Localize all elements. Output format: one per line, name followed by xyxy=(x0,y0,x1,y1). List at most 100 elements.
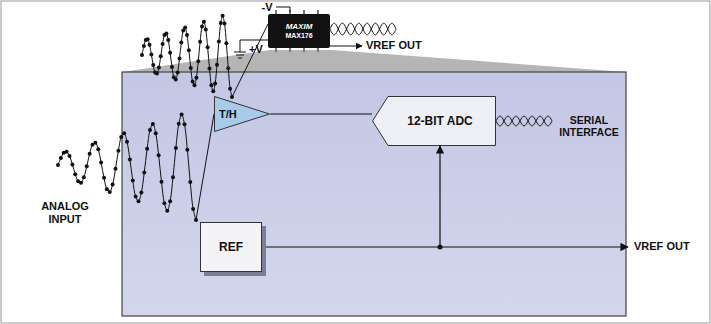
supply-label: -V xyxy=(258,1,276,14)
sample-dot xyxy=(224,41,228,45)
sample-dot xyxy=(164,31,168,35)
sample-dot xyxy=(189,66,193,70)
sample-dot xyxy=(140,53,144,57)
sample-dot xyxy=(183,26,187,30)
sample-dot xyxy=(213,82,217,86)
sample-dot xyxy=(168,199,172,203)
vref-arrow xyxy=(330,46,362,47)
sample-dot xyxy=(82,175,86,179)
twisted-wire xyxy=(496,116,552,126)
waveform xyxy=(142,16,232,97)
sample-dot xyxy=(111,182,115,186)
block-label: 12-BIT ADC xyxy=(407,114,473,128)
signal-wire xyxy=(196,114,214,220)
sample-dot xyxy=(177,122,181,126)
sample-dot xyxy=(148,128,152,132)
connector xyxy=(270,113,372,114)
sample-dot xyxy=(131,178,135,182)
block-label: REF xyxy=(219,240,243,254)
sample-dot xyxy=(79,181,83,185)
adc-block: 12-BIT ADC xyxy=(372,96,496,146)
twisted-wire xyxy=(330,23,396,35)
sample-dot xyxy=(209,83,213,87)
ic-package: MAXIMMAX176 xyxy=(268,14,330,48)
sample-dot xyxy=(108,190,112,194)
sample-dot xyxy=(160,180,164,184)
sample-dot xyxy=(96,147,100,151)
sample-dot xyxy=(146,37,150,41)
sample-dot xyxy=(122,131,126,135)
sample-dot xyxy=(149,52,153,56)
sample-dot xyxy=(202,20,206,24)
sample-dot xyxy=(223,21,227,25)
sample-dot xyxy=(68,154,72,158)
sample-dot xyxy=(198,40,202,44)
sample-dot xyxy=(193,83,197,87)
sample-dot xyxy=(145,147,149,151)
sample-dot xyxy=(226,66,230,70)
amplifier-triangle xyxy=(215,97,270,132)
sample-dot xyxy=(155,72,159,76)
sample-dot xyxy=(105,187,109,191)
sample-dot xyxy=(102,176,106,180)
sample-dot xyxy=(174,77,178,81)
sample-dot xyxy=(174,146,178,150)
sample-dot xyxy=(191,80,195,84)
sample-dot xyxy=(171,175,175,179)
adc-outline xyxy=(373,97,496,146)
sample-dot xyxy=(56,163,60,167)
sample-dot xyxy=(114,167,118,171)
chip-marking: MAXIM xyxy=(286,23,313,31)
sample-dot xyxy=(70,162,74,166)
signal-name: ANALOG INPUT xyxy=(30,200,100,225)
connector xyxy=(262,146,440,247)
sample-dot xyxy=(119,135,123,139)
twisted-wire xyxy=(496,116,552,126)
sample-dot xyxy=(188,180,192,184)
sample-dot xyxy=(228,87,232,91)
sample-dot xyxy=(139,190,143,194)
ground-symbol xyxy=(234,52,246,58)
waveforms xyxy=(56,14,268,222)
sample-dot xyxy=(183,122,187,126)
signal-wire xyxy=(232,24,268,97)
sample-dot xyxy=(185,148,189,152)
supply-wire xyxy=(276,7,290,12)
sample-dot xyxy=(73,172,77,176)
sample-dot xyxy=(185,33,189,37)
sample-dot xyxy=(204,27,208,31)
sample-dot xyxy=(162,201,166,205)
sample-dot xyxy=(211,89,215,93)
sample-dot xyxy=(200,25,204,29)
sample-dot xyxy=(125,140,129,144)
signal-name: VREF OUT xyxy=(366,39,436,52)
sample-dot xyxy=(168,51,172,55)
reference-box: REF xyxy=(200,222,262,272)
junction-dot xyxy=(438,245,443,250)
sample-dot xyxy=(221,14,225,18)
sample-dot xyxy=(116,149,120,153)
sample-dot xyxy=(85,164,89,168)
sample-dot xyxy=(151,122,155,126)
sample-dot xyxy=(217,40,221,44)
sample-dot xyxy=(179,40,183,44)
sample-dot xyxy=(180,113,184,117)
chip-interior-box xyxy=(122,72,626,316)
sample-dot xyxy=(187,48,191,52)
signal-name: SERIAL INTERFACE xyxy=(555,114,623,138)
sample-dot xyxy=(157,153,161,157)
sample-dot xyxy=(165,209,169,213)
sample-dot xyxy=(88,152,92,156)
sample-dot xyxy=(93,141,97,145)
sample-dot xyxy=(208,66,212,70)
sample-dot xyxy=(142,44,146,48)
chip-marking: MAX176 xyxy=(285,32,312,39)
sample-dot xyxy=(215,63,219,67)
vref-arrow xyxy=(440,246,628,247)
block-label: T/H xyxy=(219,108,237,120)
sample-dot xyxy=(161,42,165,46)
sample-dot xyxy=(65,150,69,154)
signal-name: VREF OUT xyxy=(634,240,706,253)
